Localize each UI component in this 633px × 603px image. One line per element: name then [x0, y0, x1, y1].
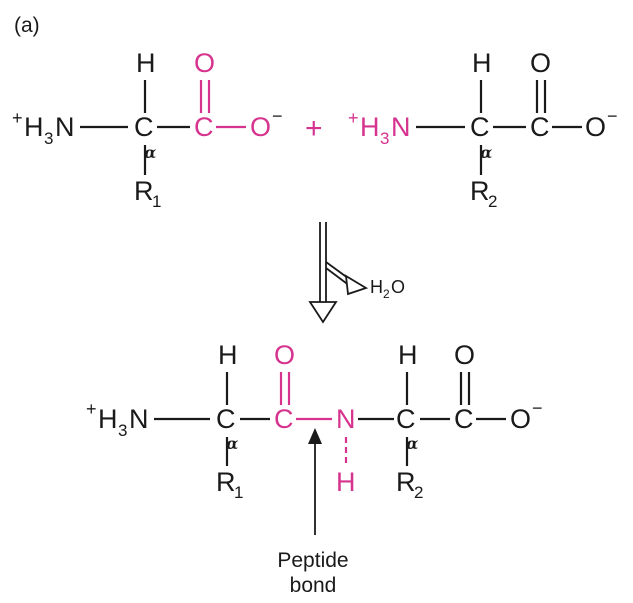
p-h1: H [218, 340, 238, 370]
p-n: N [336, 404, 356, 434]
water-h: H [370, 277, 383, 297]
p-minus: − [532, 398, 543, 418]
p-c-alpha2: C [396, 404, 416, 434]
p-amine-h: H [98, 404, 118, 434]
p-r2-sub: 2 [414, 483, 423, 502]
r1-carbonyl-o: O [194, 48, 215, 78]
r2-c-alpha: C [470, 112, 490, 142]
p-c-alpha1: C [216, 404, 236, 434]
water-label: H 2 O [370, 277, 405, 301]
p-h2: H [398, 340, 418, 370]
p-nh: H [336, 467, 356, 497]
r1-r: R [134, 176, 154, 206]
r2-o-minus: O [585, 112, 606, 142]
r2-h: H [472, 48, 492, 78]
p-r1-sub: 1 [234, 483, 243, 502]
plus-sign: + [305, 112, 323, 145]
p-amine-charge: + [86, 399, 97, 419]
r2-amine-h: H [360, 112, 380, 142]
r1-amine-h: H [24, 112, 44, 142]
product-dipeptide: + H 3 N H C α R 1 C O N H H C α R 2 C [86, 340, 543, 502]
pointer-head [308, 428, 322, 444]
p-carbonyl-o2: O [454, 340, 475, 370]
water-o: O [391, 277, 405, 297]
r2-amine-charge: + [348, 108, 359, 128]
panel-label: (a) [14, 14, 40, 37]
p-r1: R [216, 467, 236, 497]
reactant-1: + H 3 N H C α R 1 C O O − [12, 48, 283, 211]
r2-carbonyl-o: O [530, 48, 551, 78]
p-o-minus: O [510, 404, 531, 434]
p-alpha1: α [226, 434, 238, 453]
p-carbonyl-c2: C [454, 404, 474, 434]
p-alpha2: α [406, 434, 418, 453]
water-sub: 2 [383, 287, 390, 301]
p-carbonyl-c1: C [274, 404, 294, 434]
r1-amine-n: N [55, 112, 75, 142]
r2-alpha: α [480, 143, 492, 162]
r2-amine-sub: 3 [380, 129, 389, 148]
p-carbonyl-o1: O [274, 340, 295, 370]
r1-alpha: α [144, 143, 156, 162]
r2-carbonyl-c: C [530, 112, 550, 142]
r2-minus: − [607, 106, 618, 126]
r1-amine-sub: 3 [44, 129, 53, 148]
p-amine-sub: 3 [118, 421, 127, 440]
peptide-label-line1: Peptide [277, 549, 348, 572]
r1-r-sub: 1 [152, 192, 161, 211]
r1-o-minus: O [250, 112, 271, 142]
water-arrow-head [344, 274, 369, 296]
arrow-head-down [308, 301, 338, 324]
r2-amine-n: N [391, 112, 411, 142]
r2-r: R [470, 176, 490, 206]
r1-carbonyl-c: C [194, 112, 214, 142]
p-amine-n: N [129, 404, 149, 434]
r2-r-sub: 2 [488, 192, 497, 211]
peptide-label-line2: bond [290, 574, 337, 597]
reaction-arrow [308, 222, 369, 324]
peptide-bond-pointer [308, 428, 322, 535]
r1-amine-charge: + [12, 108, 23, 128]
r1-c-alpha: C [134, 112, 154, 142]
reactant-2: + H 3 N H C α R 2 C O O − [348, 48, 618, 211]
r1-minus: − [272, 106, 283, 126]
p-r2: R [396, 467, 416, 497]
r1-h: H [136, 48, 156, 78]
